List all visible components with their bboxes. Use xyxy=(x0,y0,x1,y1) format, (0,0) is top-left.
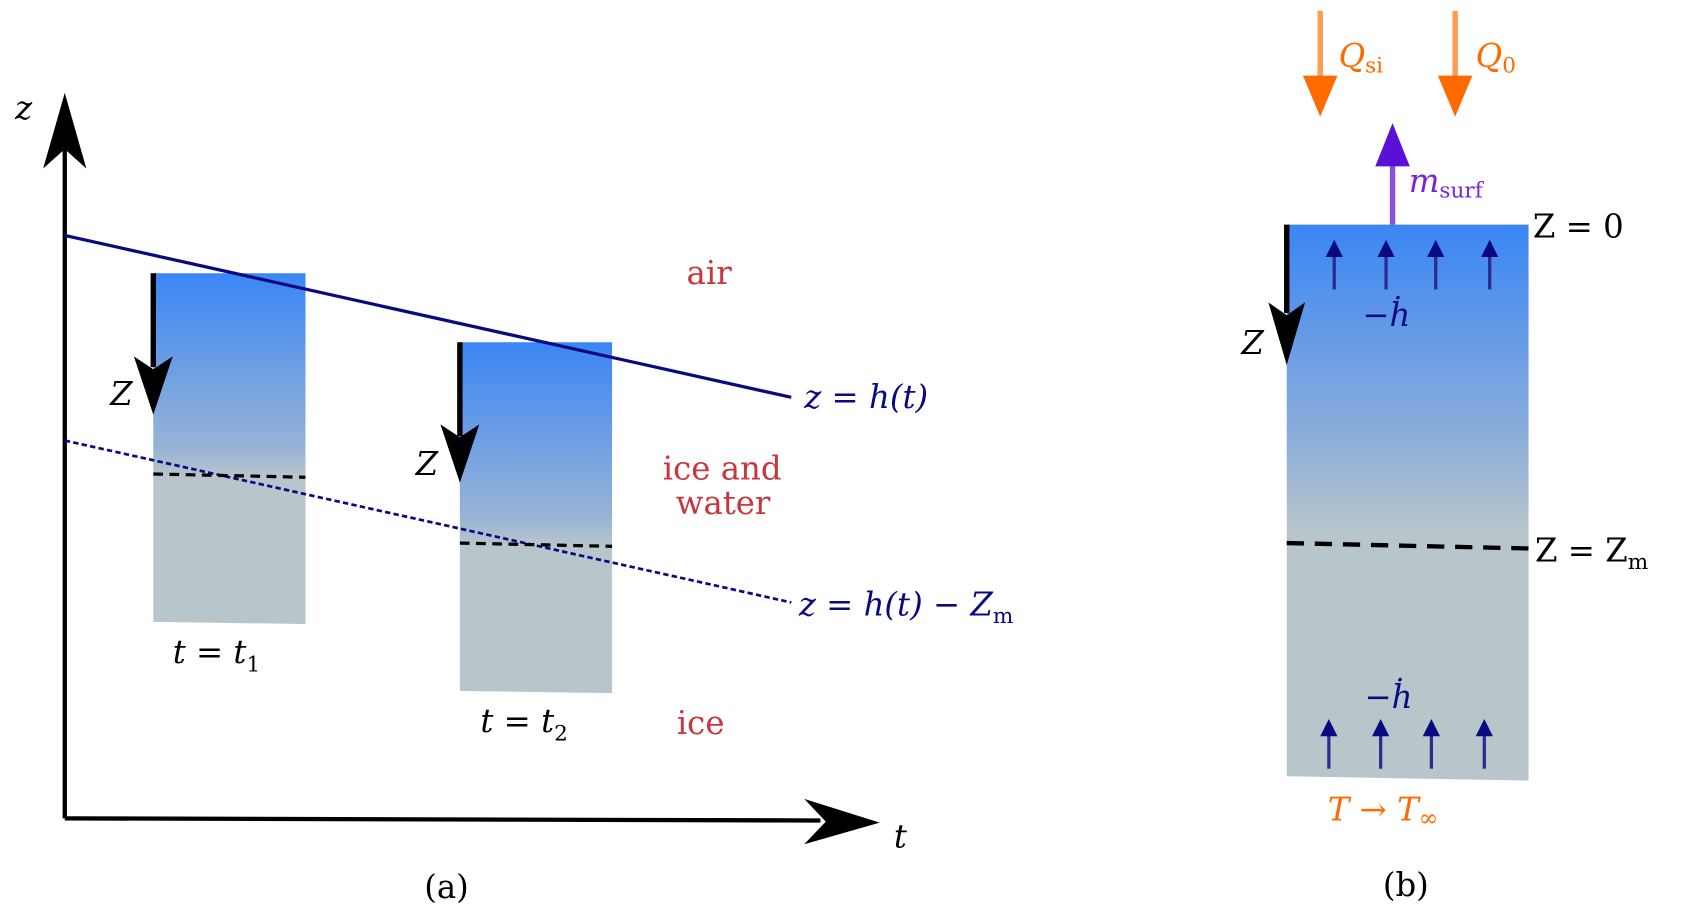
caption-a: (a) xyxy=(424,868,469,906)
hdot-arrows-top xyxy=(1325,239,1499,290)
column2-label: t = t2 xyxy=(480,702,567,747)
z-top-label: Z = 0 xyxy=(1533,208,1624,246)
panel-a: z t Z Z t = t1 t = t2 air ice and water … xyxy=(14,89,1013,906)
region-air: air xyxy=(687,254,733,292)
m-surf-label: msurf xyxy=(1409,162,1485,203)
caption-b: (b) xyxy=(1383,866,1429,904)
hdot-bottom-label: −ḣ xyxy=(1364,678,1412,716)
bottom-bc-label: T → T∞ xyxy=(1328,791,1439,832)
region-ice-water-1: ice and xyxy=(663,449,782,487)
m-surf-arrowhead-icon xyxy=(1375,123,1410,167)
z-label-t1: Z xyxy=(109,375,133,413)
q-si-label: Qsi xyxy=(1339,37,1384,78)
z-label-b: Z xyxy=(1240,324,1264,362)
melt-front-t1 xyxy=(153,472,306,479)
z-axis-arrowhead-icon xyxy=(43,92,87,169)
region-ice: ice xyxy=(677,704,725,742)
panel-b: Qsi Q0 msurf Z Z = 0 Z = Zm −ḣ −ḣ T → T∞ xyxy=(1240,10,1648,904)
q-0-arrowhead-icon xyxy=(1437,75,1473,117)
surface-line xyxy=(64,233,792,399)
z-arrow-t2-head-icon xyxy=(440,424,480,483)
melt-line-label: z = h(t) − Zm xyxy=(798,585,1014,629)
q-si-arrowhead-icon xyxy=(1302,75,1338,117)
t-axis xyxy=(64,816,821,823)
t-axis-label: t xyxy=(894,817,908,855)
hdot-arrows-bottom xyxy=(1320,719,1493,769)
melt-front-t2 xyxy=(459,541,613,548)
z-arrow-t1-head-icon xyxy=(133,356,173,415)
surface-line-label: z = h(t) xyxy=(803,378,928,416)
z-melt-label: Z = Zm xyxy=(1535,531,1648,575)
z-axis-label: z xyxy=(14,89,33,127)
q-0-label: Q0 xyxy=(1476,37,1516,78)
column-b xyxy=(1286,224,1529,781)
column1-label: t = t1 xyxy=(173,633,260,678)
column-t2 xyxy=(459,342,613,694)
z-label-t2: Z xyxy=(415,445,439,483)
hdot-top-label: −ḣ xyxy=(1362,296,1410,334)
t-axis-arrowhead-icon xyxy=(804,798,880,845)
melt-line xyxy=(64,439,792,604)
column-t1 xyxy=(153,273,306,625)
region-ice-water-2: water xyxy=(676,484,771,522)
melt-front-b xyxy=(1286,540,1529,551)
z-arrow-b-head-icon xyxy=(1268,302,1306,365)
